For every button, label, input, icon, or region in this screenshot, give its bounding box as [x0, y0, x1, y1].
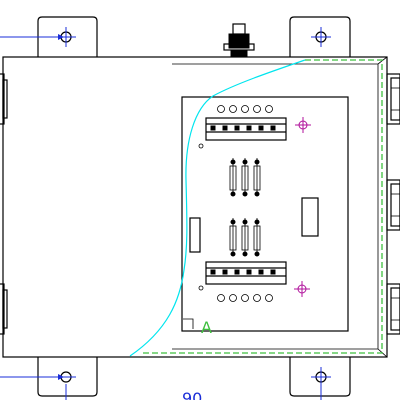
door-switch	[189, 217, 201, 253]
terminal-circles-top	[217, 105, 273, 113]
door-cut-line	[129, 59, 306, 357]
section-marker-label: A	[201, 318, 212, 337]
cable-gland-right-1	[386, 73, 400, 125]
dimension-line-top	[0, 34, 64, 40]
hinge-left-bottom	[0, 283, 8, 335]
center-mark-upper	[295, 117, 311, 133]
section-line	[140, 59, 383, 354]
door-frame	[163, 56, 388, 358]
fuse-holders-bottom	[229, 218, 261, 257]
fuse-holders-top	[229, 158, 261, 197]
cable-gland-right-3	[386, 283, 400, 335]
section-marker-bracket	[183, 318, 194, 329]
terminal-block-bottom	[198, 261, 287, 291]
center-mark-lower	[294, 281, 310, 297]
hinge-left-top	[0, 73, 8, 125]
dimension-label: 90	[182, 389, 202, 400]
enclosure-outline	[2, 56, 388, 358]
terminal-block-top	[198, 117, 287, 149]
mounting-plate	[181, 96, 349, 332]
center-mark-brackets	[56, 27, 331, 387]
terminal-circles-bottom	[217, 294, 273, 302]
label-holder	[301, 197, 319, 237]
cable-gland-top	[223, 23, 255, 58]
cable-gland-right-2	[386, 179, 400, 231]
